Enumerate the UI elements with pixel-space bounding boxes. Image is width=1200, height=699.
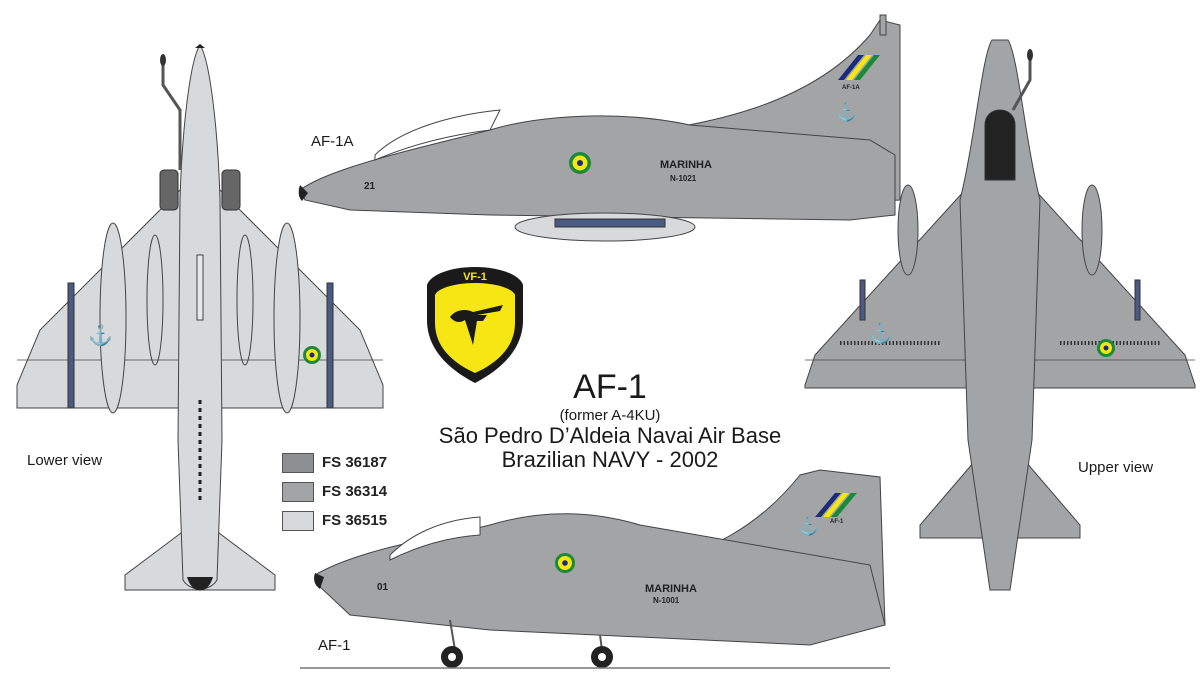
service-marking: MARINHA (645, 583, 697, 595)
serial-marking: N-1001 (653, 596, 680, 605)
swatch-fs36314 (282, 481, 314, 502)
legend-code: FS 36515 (322, 512, 388, 529)
side-view-af1a: ⚓ MARINHA N-1021 21 AF-1A (298, 14, 901, 242)
lower-view-label: Lower view (27, 452, 103, 469)
upper-view-aircraft: ⚓ (804, 39, 1196, 591)
af1-label: AF-1 (318, 637, 351, 654)
legend-code: FS 36314 (322, 483, 388, 500)
eagle-icon (450, 305, 503, 345)
anchor-icon: ⚓ (868, 321, 893, 345)
aircraft-designation: AF-1 (573, 368, 647, 406)
af1a-label: AF-1A (311, 133, 354, 150)
service-marking: MARINHA (660, 159, 712, 171)
swatch-fs36515 (282, 510, 314, 531)
operator-year: Brazilian NAVY - 2002 (501, 447, 719, 472)
tail-code: AF-1A (842, 85, 860, 91)
title-block: AF-1 (former A-4KU) São Pedro D’Aldeia N… (420, 368, 800, 472)
anchor-icon: ⚓ (835, 101, 857, 122)
vf1-squadron-insignia: VF-1 (427, 267, 523, 383)
lower-view-aircraft: ⚓ (16, 44, 384, 591)
serial-marking: N-1021 (670, 174, 697, 183)
legend-code: FS 36187 (322, 454, 388, 471)
legend-item: FS 36187 (282, 452, 387, 473)
former-designation: (former A-4KU) (559, 407, 661, 424)
nose-number: 01 (377, 582, 389, 593)
insignia-text: VF-1 (463, 271, 487, 283)
color-legend: FS 36187 FS 36314 FS 36515 (282, 452, 387, 531)
legend-item: FS 36314 (282, 481, 387, 502)
upper-view-label: Upper view (1078, 459, 1154, 476)
swatch-fs36187 (282, 452, 314, 473)
legend-item: FS 36515 (282, 510, 387, 531)
side-view-af1: ⚓ MARINHA N-1001 01 AF-1 (300, 469, 890, 669)
anchor-icon: ⚓ (797, 515, 819, 536)
anchor-icon: ⚓ (88, 323, 113, 347)
tail-code: AF-1 (830, 519, 844, 525)
base-name: São Pedro D’Aldeia Navai Air Base (438, 423, 782, 448)
nose-number: 21 (364, 181, 376, 192)
